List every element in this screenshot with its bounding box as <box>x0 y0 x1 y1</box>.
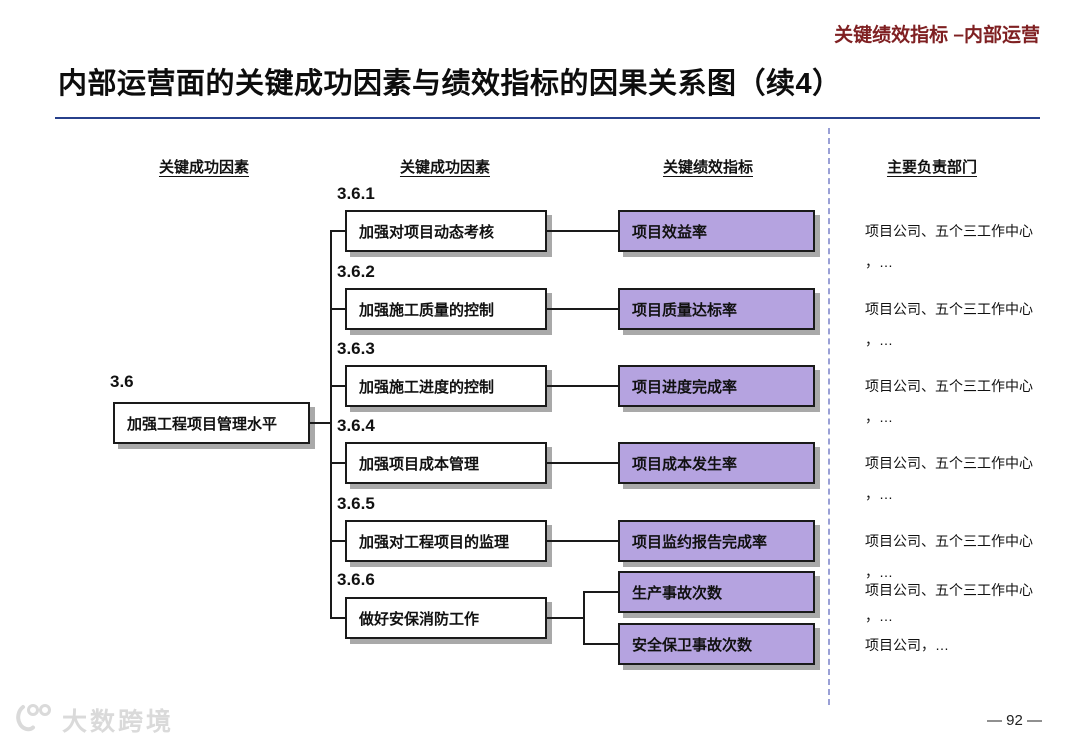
dept-line2: ，… <box>865 608 893 624</box>
csf-label: 加强对项目动态考核 <box>359 223 495 241</box>
title-underline <box>55 117 1040 119</box>
dept-text: 项目公司、五个三工作中心 ，… <box>865 294 1065 356</box>
column-header-kpi: 关键绩效指标 <box>662 159 753 176</box>
row-number: 3.6.2 <box>337 262 375 281</box>
dept-line1: 项目公司，… <box>865 637 949 653</box>
page-title: 内部运营面的关键成功因素与绩效指标的因果关系图（续4） <box>58 68 842 100</box>
branch-line-vertical <box>583 591 585 645</box>
dept-text: 项目公司、五个三工作中心 ，… <box>865 371 1065 433</box>
kpi-box: 项目效益率 <box>618 210 815 252</box>
kpi-box: 项目成本发生率 <box>618 442 815 484</box>
dept-line2: ，… <box>865 409 893 425</box>
logo-watermark: 大数跨境 <box>14 700 174 739</box>
dept-line2: ，… <box>865 486 893 502</box>
kpi-box: 项目质量达标率 <box>618 288 815 330</box>
csf-box: 加强项目成本管理 <box>345 442 547 484</box>
stub-line <box>330 617 345 619</box>
kpi-connector-line <box>547 540 618 542</box>
csf-label: 加强施工进度的控制 <box>359 378 495 396</box>
logo-icon <box>14 700 56 739</box>
kpi-label: 生产事故次数 <box>632 584 723 602</box>
kpi-label: 项目进度完成率 <box>632 378 738 396</box>
row-number: 3.6.3 <box>337 339 375 358</box>
stub-line <box>330 308 345 310</box>
column-header-csf-level1: 关键成功因素 <box>158 159 249 176</box>
dept-text: 项目公司，… <box>865 630 1065 661</box>
root-box: 加强工程项目管理水平 <box>113 402 310 444</box>
stub-line <box>330 230 345 232</box>
kpi-label: 项目质量达标率 <box>632 301 738 319</box>
dept-line1: 项目公司、五个三工作中心 <box>865 378 1033 394</box>
trunk-line <box>330 230 332 619</box>
root-connector-line <box>310 422 330 424</box>
csf-label: 加强施工质量的控制 <box>359 301 495 319</box>
section-divider-dashed-line <box>828 128 830 705</box>
corner-tag: 关键绩效指标 –内部运营 <box>834 25 1040 46</box>
kpi-box: 项目监约报告完成率 <box>618 520 815 562</box>
dept-line2: ，… <box>865 564 893 580</box>
dept-text: 项目公司、五个三工作中心 ，… <box>865 448 1065 510</box>
dept-line1: 项目公司、五个三工作中心 <box>865 301 1033 317</box>
csf-label: 加强对工程项目的监理 <box>359 533 510 551</box>
page-number: — 92 — <box>986 712 1042 729</box>
row-number: 3.6.1 <box>337 184 375 203</box>
csf-box: 做好安保消防工作 <box>345 597 547 639</box>
kpi-label: 项目成本发生率 <box>632 455 738 473</box>
kpi-box: 项目进度完成率 <box>618 365 815 407</box>
root-label: 加强工程项目管理水平 <box>127 415 278 433</box>
kpi-label: 项目效益率 <box>632 223 708 241</box>
dept-line1: 项目公司、五个三工作中心 <box>865 533 1033 549</box>
stub-line <box>330 385 345 387</box>
column-header-dept: 主要负责部门 <box>886 159 977 176</box>
row-number: 3.6.4 <box>337 416 375 435</box>
kpi-label: 安全保卫事故次数 <box>632 636 753 654</box>
kpi-connector-line <box>547 308 618 310</box>
kpi-box: 安全保卫事故次数 <box>618 623 815 665</box>
root-number: 3.6 <box>110 372 134 391</box>
row-number: 3.6.5 <box>337 494 375 513</box>
stub-line <box>330 540 345 542</box>
dept-text: 项目公司、五个三工作中心 ，… <box>865 216 1065 278</box>
row-number: 3.6.6 <box>337 570 375 589</box>
watermark-label: 大数跨境 <box>62 707 175 736</box>
dept-line1: 项目公司、五个三工作中心 <box>865 582 1033 598</box>
dept-line2: ，… <box>865 332 893 348</box>
dept-line1: 项目公司、五个三工作中心 <box>865 455 1033 471</box>
kpi-connector-line <box>547 230 618 232</box>
dept-line2: ，… <box>865 254 893 270</box>
branch-line-bottom <box>585 643 618 645</box>
dept-line1: 项目公司、五个三工作中心 <box>865 223 1033 239</box>
dept-text: 项目公司、五个三工作中心 ，… <box>865 577 1065 629</box>
branch-line-horizontal <box>547 617 584 619</box>
csf-box: 加强对项目动态考核 <box>345 210 547 252</box>
kpi-connector-line <box>547 462 618 464</box>
kpi-box: 生产事故次数 <box>618 571 815 613</box>
branch-line-top <box>585 591 618 593</box>
csf-box: 加强施工质量的控制 <box>345 288 547 330</box>
csf-box: 加强对工程项目的监理 <box>345 520 547 562</box>
csf-label: 加强项目成本管理 <box>359 455 480 473</box>
dept-text: 项目公司、五个三工作中心 ，… <box>865 526 1065 588</box>
csf-label: 做好安保消防工作 <box>359 610 480 628</box>
kpi-label: 项目监约报告完成率 <box>632 533 768 551</box>
column-header-csf-level2: 关键成功因素 <box>399 159 490 176</box>
kpi-connector-line <box>547 385 618 387</box>
stub-line <box>330 462 345 464</box>
csf-box: 加强施工进度的控制 <box>345 365 547 407</box>
